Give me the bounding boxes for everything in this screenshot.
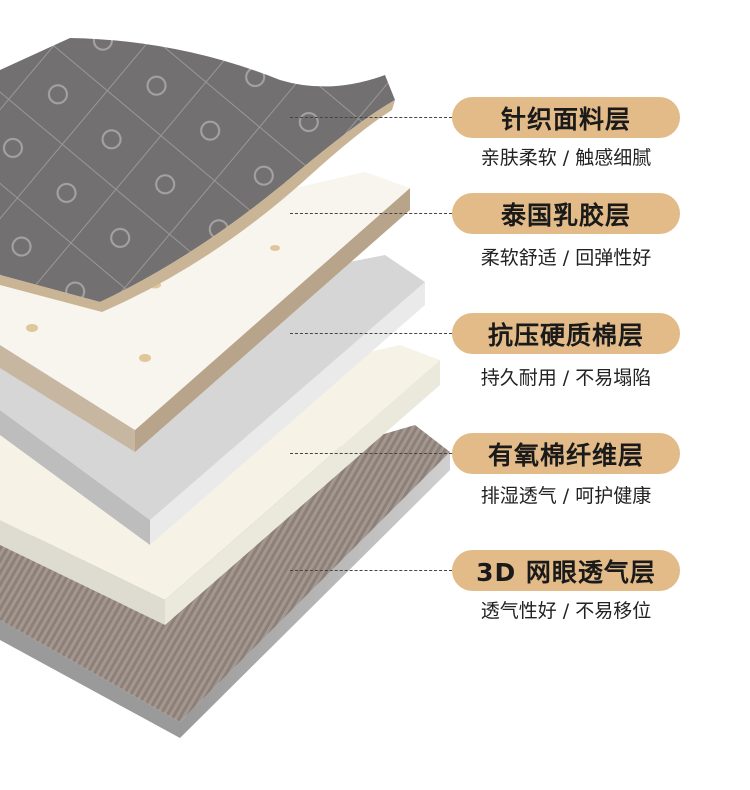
layer-title-knit: 针织面料层 [452, 97, 680, 138]
layer-desc-knit: 亲肤柔软 / 触感细腻 [480, 147, 652, 169]
leader-line [290, 570, 452, 571]
layer-desc-latex: 柔软舒适 / 回弹性好 [480, 247, 652, 269]
leader-line [290, 117, 452, 118]
layer-title-fiber: 有氧棉纤维层 [452, 433, 680, 474]
layer-title-hard-cotton: 抗压硬质棉层 [452, 313, 680, 354]
knit-fabric-layer [0, 38, 395, 312]
leader-line [290, 213, 452, 214]
leader-line [290, 453, 452, 454]
layer-desc-mesh: 透气性好 / 不易移位 [480, 600, 652, 622]
layer-desc-hard-cotton: 持久耐用 / 不易塌陷 [480, 367, 652, 389]
layer-title-latex: 泰国乳胶层 [452, 193, 680, 234]
layer-title-mesh: 3D 网眼透气层 [452, 550, 680, 591]
leader-line [290, 333, 452, 334]
mesh-layer [0, 425, 450, 738]
layer-desc-fiber: 排湿透气 / 呵护健康 [480, 485, 652, 507]
